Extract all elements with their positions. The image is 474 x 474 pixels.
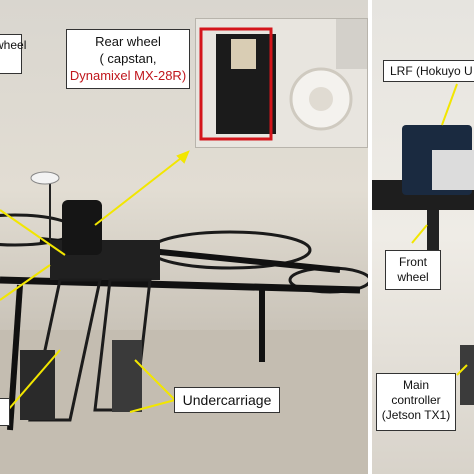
rear-wheel-label-line1: Rear wheel — [95, 34, 161, 49]
arrow-controller — [456, 364, 468, 376]
side-illustration — [372, 83, 474, 405]
front-wheel-label: Front wheel — [385, 250, 441, 290]
undercarriage-label: Undercarriage — [174, 387, 280, 413]
track-module — [112, 340, 142, 412]
front-wheel — [427, 210, 439, 250]
arrows — [0, 150, 190, 413]
main-controller-label: Main controller (Jetson TX1) — [376, 373, 456, 431]
arrow-left-2 — [0, 264, 51, 301]
servo-connector — [231, 39, 256, 69]
arrow-left-1 — [0, 209, 66, 256]
controller-board — [460, 345, 474, 405]
inset-illustration — [196, 19, 367, 147]
bottom-left-label — [0, 398, 10, 426]
arrow-front-wheel — [411, 224, 428, 244]
lrf-label: LRF (Hokuyo U — [383, 60, 474, 82]
arrow-undercarriage-2 — [129, 399, 176, 413]
arrow-rear-wheel-head — [176, 150, 190, 164]
side-arrows — [411, 83, 468, 376]
main-controller-label-line1: Main — [402, 378, 429, 392]
main-controller-label-line2: controller — [391, 393, 441, 407]
rear-wheel-inset-photo — [195, 18, 368, 148]
front-wheel-label-line2: wheel — [397, 270, 429, 284]
rear-wheel-label: Rear wheel ( capstan, Dynamixel MX-28R) — [66, 29, 190, 89]
arrow-lrf — [441, 83, 458, 126]
arrow-rear-wheel — [94, 154, 186, 226]
undercarriage-label-text: Undercarriage — [182, 392, 272, 408]
rear-wheel-label-line2: ( capstan, — [99, 51, 157, 66]
left-wheel-label-line2: ) — [0, 53, 21, 68]
arm — [0, 276, 361, 294]
frame-part — [336, 19, 367, 69]
lrf-mount — [432, 150, 474, 190]
highlight-box — [199, 27, 273, 141]
gps-antenna — [30, 171, 60, 185]
left-wheel-label-line1: wheel — [0, 38, 27, 52]
lrf-label-text: LRF (Hokuyo U — [390, 64, 473, 78]
left-wheel-label: wheel ) — [0, 34, 27, 74]
rear-wheel-label-line3: Dynamixel MX-28R) — [69, 68, 187, 83]
arrow-bottom-left — [7, 349, 61, 411]
front-wheel-label-line1: Front — [398, 255, 427, 269]
arrow-undercarriage-1 — [134, 359, 176, 401]
lrf-sensor — [62, 200, 102, 255]
capstan-hub — [309, 87, 333, 111]
main-controller-label-line3: (Jetson TX1) — [381, 408, 451, 422]
